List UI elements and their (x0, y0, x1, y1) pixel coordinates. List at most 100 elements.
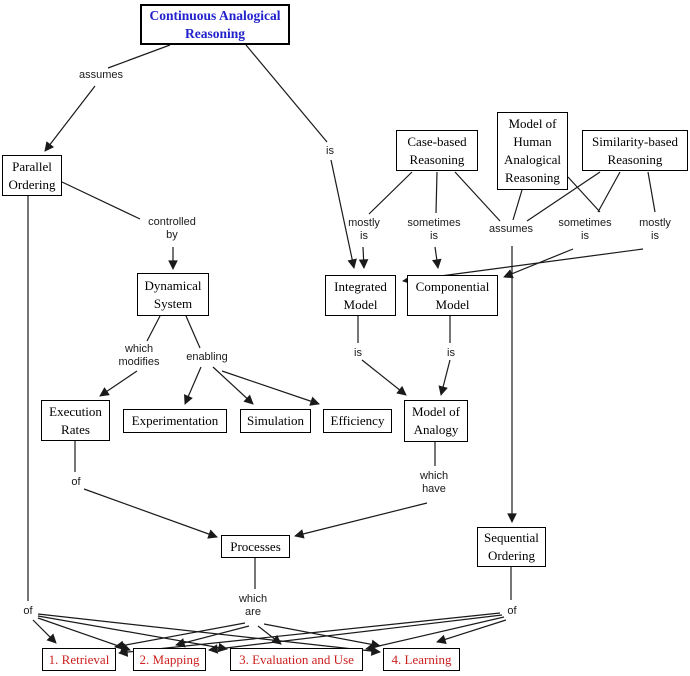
node-label-line: 4. Learning (391, 651, 452, 667)
node-mapping[interactable]: 2. Mapping (133, 648, 206, 671)
edge-line-20 (185, 315, 201, 349)
link-label-is-integrated[interactable]: is (354, 347, 362, 360)
node-label-line: Model (435, 296, 470, 312)
link-label-line: enabling (186, 351, 228, 363)
node-label-line: System (153, 295, 193, 311)
edge-line-39 (37, 613, 381, 656)
link-label-of-bottom-left[interactable]: of (23, 605, 32, 618)
node-experimentation[interactable]: Experimentation (123, 409, 227, 433)
edge-line-44 (436, 619, 507, 644)
edge-line-8 (567, 176, 601, 213)
link-label-enabling[interactable]: enabling (186, 351, 228, 364)
node-label-line: Sequential (484, 530, 539, 545)
edge-line-41 (175, 625, 250, 648)
link-label-line: is (354, 347, 362, 359)
link-label-assumes-right[interactable]: assumes (489, 223, 533, 236)
node-evaluation-and-use[interactable]: 3. Evaluation and Use (230, 648, 363, 671)
edge-line-12 (358, 246, 369, 269)
node-simulation[interactable]: Simulation (240, 409, 311, 433)
link-label-line: which (419, 470, 449, 482)
node-label-line: 1. Retrieval (48, 651, 110, 667)
node-processes[interactable]: Processes (221, 535, 290, 558)
node-label-line: Integrated (334, 278, 387, 294)
node-label-line: Processes (230, 538, 281, 554)
edge-line-4 (368, 171, 413, 215)
link-label-line: is (447, 347, 455, 359)
node-efficiency[interactable]: Efficiency (323, 409, 392, 433)
link-label-line: sometimes (407, 217, 461, 229)
edge-line-11 (647, 171, 656, 213)
link-label-of-execution[interactable]: of (71, 476, 80, 489)
link-label-line: which (124, 343, 154, 355)
link-label-line: mostly (348, 217, 380, 229)
node-label-line: Model (343, 296, 378, 312)
edge-line-9 (526, 171, 601, 222)
edge-line-42 (257, 625, 282, 645)
link-label-line: mostly (639, 217, 671, 229)
node-label-line: Experimentation (131, 413, 219, 428)
edge-line-33 (294, 502, 428, 539)
node-label-line: Reasoning (505, 170, 560, 185)
link-label-is-top[interactable]: is (326, 145, 334, 158)
link-label-line: controlled (148, 216, 196, 228)
edge-line-31 (83, 488, 218, 539)
edge-line-13 (432, 246, 442, 269)
node-label-line: 3. Evaluation and Use (239, 651, 354, 667)
edge-line-0 (107, 44, 171, 69)
edge-line-7 (512, 189, 523, 221)
edge-line-24 (221, 370, 320, 406)
edge-line-27 (361, 359, 407, 396)
edge-line-28 (438, 359, 451, 396)
link-label-line: is (360, 230, 368, 242)
link-label-line: of (507, 605, 517, 617)
node-label-line: Rates (61, 421, 90, 437)
node-label-line: Model of (411, 404, 461, 419)
link-label-line: of (23, 605, 33, 617)
node-label-line: Reasoning (184, 25, 245, 41)
link-label-line: modifies (118, 356, 160, 368)
edge-line-47 (118, 612, 501, 657)
node-retrieval[interactable]: 1. Retrieval (42, 648, 116, 671)
link-label-line: assumes (488, 223, 534, 235)
edge-line-1 (44, 85, 96, 152)
node-label-line: Case-based (407, 133, 467, 149)
node-label-line: Model of (508, 116, 557, 131)
link-label-line: are (245, 606, 261, 618)
node-label-line: Execution (49, 403, 102, 419)
node-label-line: Ordering (488, 548, 535, 563)
link-label-line: sometimes (558, 217, 612, 229)
edge-line-10 (597, 171, 621, 213)
link-label-line: by (166, 229, 178, 241)
link-label-line: is (581, 230, 589, 242)
node-label-line: Componential (415, 278, 490, 294)
link-label-is-componential[interactable]: is (447, 347, 455, 360)
link-label-line: is (326, 145, 334, 157)
node-learning[interactable]: 4. Learning (383, 648, 460, 671)
link-label-assumes-left[interactable]: assumes (79, 69, 123, 82)
node-label-line: Continuous Analogical (149, 7, 281, 23)
link-label-of-bottom-right[interactable]: of (507, 605, 516, 618)
link-label-line: is (430, 230, 438, 242)
edge-line-40 (114, 622, 246, 651)
link-label-line: which (238, 593, 268, 605)
